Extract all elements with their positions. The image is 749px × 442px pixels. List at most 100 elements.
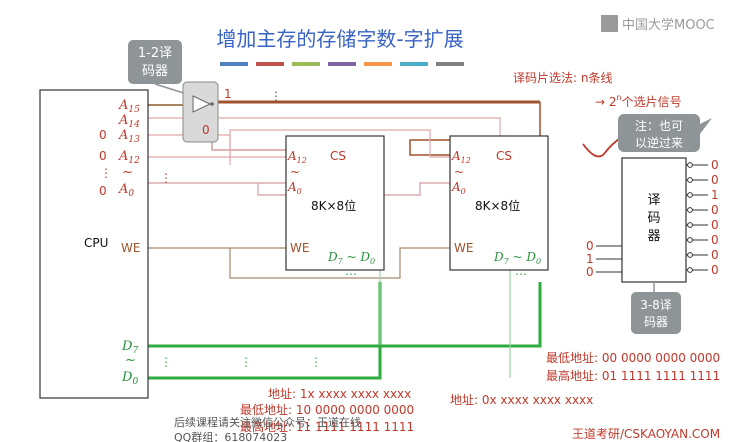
cpu-pins: A15 A14 A13 A12 ~ A0 WE D7 ~ D0 xyxy=(118,98,140,387)
dots-top: ⋮ xyxy=(270,89,282,103)
decoder-1-2-callout: 1-2译 码器 1 0 xyxy=(128,40,232,143)
decoder-1-2-label-line2: 码器 xyxy=(142,64,168,79)
input-a13-value: 0 xyxy=(99,128,107,142)
note-bubble-line1: 注：也可 xyxy=(635,118,683,133)
decoder-1-2-out-high: 1 xyxy=(224,87,232,101)
color-bar-segment xyxy=(328,62,356,66)
color-bar-segment xyxy=(292,62,320,66)
footer-line1: 后续课程请关注微信公众号：王道在线 xyxy=(174,415,361,429)
decoder-1-2-label-box xyxy=(128,40,182,84)
decoder-output-bubble xyxy=(687,252,693,258)
color-bar-segment xyxy=(256,62,284,66)
watermark-bottom: 王道考研/CSKAOYAN.COM xyxy=(572,427,720,441)
dots-d2: ⋮ xyxy=(240,355,252,369)
decoder-1-2-label-line1: 1-2译 xyxy=(138,46,172,61)
chip-1-data-range: D7 ~ D0 xyxy=(327,250,375,266)
decoder-output-value: 0 xyxy=(711,263,719,277)
chip-2-generic-address: 地址: 0x xxxx xxxx xxxx xyxy=(450,393,593,407)
chip-1-a12: A12 xyxy=(287,149,307,165)
memory-chip-1: A12 ~ A0 CS 8K×8位 WE D7 ~ D0 xyxy=(285,135,385,271)
wire-cs-chip2 xyxy=(409,102,541,156)
pin-a15: A15 xyxy=(118,98,140,115)
chip-2-a0: A0 xyxy=(451,180,466,196)
decoder-output-value: 0 xyxy=(711,173,719,187)
dots-d1: ⋮ xyxy=(160,355,172,369)
wires xyxy=(148,100,542,380)
wire-d0 xyxy=(148,282,382,380)
pin-d7: D7 xyxy=(121,339,138,356)
note-bubble-tail xyxy=(700,118,712,134)
chip-1-a0: A0 xyxy=(287,180,302,196)
cpu-input-values: 0 0 ⋮ 0 xyxy=(99,128,112,198)
color-bar-segment xyxy=(364,62,392,66)
pin-a14: A14 xyxy=(118,113,140,130)
chip-1-size: 8K×8位 xyxy=(311,198,356,213)
decoder-output-bubble xyxy=(687,267,693,273)
decoder-output-value: 0 xyxy=(711,158,719,172)
memory-chip-2: A12 ~ A0 CS 8K×8位 WE D7 ~ D0 xyxy=(449,135,549,271)
decoder-3-8-callout-line1: 3-8译 xyxy=(640,298,672,312)
wire-a0-chip2 xyxy=(257,182,450,196)
color-bar xyxy=(220,62,464,66)
decoder-3-8-label-1: 译 xyxy=(647,193,660,208)
mooc-logo: 中国大学MOOC xyxy=(601,15,715,33)
pin-a13: A13 xyxy=(118,128,140,145)
decoder-output-value: 0 xyxy=(711,218,719,232)
decoder-output-bubble xyxy=(687,207,693,213)
pin-we: WE xyxy=(121,241,140,255)
chip-select-notes: 译码片选法: n条线 → 2n个选片信号 xyxy=(513,71,682,158)
decoder-output-value: 0 xyxy=(711,233,719,247)
chip-1-cs: CS xyxy=(330,149,346,163)
note-bubble-box xyxy=(618,114,700,152)
cpu-label: CPU xyxy=(84,236,108,250)
chip-1-min-address: 最低地址: 10 0000 0000 0000 xyxy=(240,403,414,417)
dot-marks: ⋮ ⋮ ⋮ ⋮ ⋮ ⋯ ⋯ xyxy=(160,89,527,369)
note-decode-method: 译码片选法: n条线 xyxy=(513,71,612,85)
decoder-output-bubble xyxy=(687,192,693,198)
wire-d7 xyxy=(148,282,542,348)
decoder-3-8-label-2: 码 xyxy=(647,211,660,226)
decoder-3-8-callout-box xyxy=(631,292,681,334)
decoder-output-bubble xyxy=(687,162,693,168)
color-bar-segment xyxy=(400,62,428,66)
chip-1-tilde: ~ xyxy=(290,165,300,179)
chip-2-min-address: 最低地址: 00 0000 0000 0000 xyxy=(546,351,720,365)
chip-1-we: WE xyxy=(290,241,309,255)
decoder-output-value: 0 xyxy=(711,203,719,217)
wire-we-chip2 xyxy=(229,247,450,279)
decoder-1-2-buffer-icon xyxy=(192,95,212,113)
chip-2-box xyxy=(449,135,549,271)
decoder-input-value: 0 xyxy=(586,265,594,279)
decoder-1-2-inverter-dot xyxy=(210,102,214,106)
input-a12-value: 0 xyxy=(99,149,107,163)
pin-d-tilde: ~ xyxy=(125,353,136,368)
wire-decoder-out-0 xyxy=(211,125,286,151)
chip-2-data-range: D7 ~ D0 xyxy=(493,250,541,266)
chip-2-tilde: ~ xyxy=(454,165,464,179)
color-bar-segment xyxy=(436,62,464,66)
pin-a12: A12 xyxy=(118,149,140,166)
slide-title: 增加主存的存储字数-字扩展 xyxy=(216,27,463,51)
address-annotations: 最低地址: 00 0000 0000 0000 最高地址: 01 1111 11… xyxy=(240,351,720,434)
decoder-3-8-box xyxy=(621,157,687,283)
dots-a-bus: ⋮ xyxy=(160,171,172,185)
decoder-output-bubble xyxy=(687,222,693,228)
color-bar-segment xyxy=(220,62,248,66)
decoder-3-8-label-3: 器 xyxy=(647,229,660,244)
pin-a0: A0 xyxy=(118,182,134,199)
mooc-logo-text: 中国大学MOOC xyxy=(622,17,715,33)
chip-1-generic-address: 地址: 1x xxxx xxxx xxxx xyxy=(268,387,411,401)
decoder-3-8-inputs: 010 xyxy=(586,239,622,279)
pin-d0: D0 xyxy=(121,370,138,387)
wire-a12-chip2 xyxy=(229,129,450,158)
input-a0-value: 0 xyxy=(99,184,107,198)
chip-1-max-address: 最高地址: 11 1111 1111 1111 xyxy=(240,419,414,434)
decoder-output-bubble xyxy=(687,237,693,243)
decoder-1-2-out-low: 0 xyxy=(202,123,210,137)
decoder-output-value: 1 xyxy=(711,188,719,202)
chip-2-cs: CS xyxy=(496,149,512,163)
footer: 后续课程请关注微信公众号：王道在线 QQ群组：618074023 王道考研/CS… xyxy=(174,415,720,442)
